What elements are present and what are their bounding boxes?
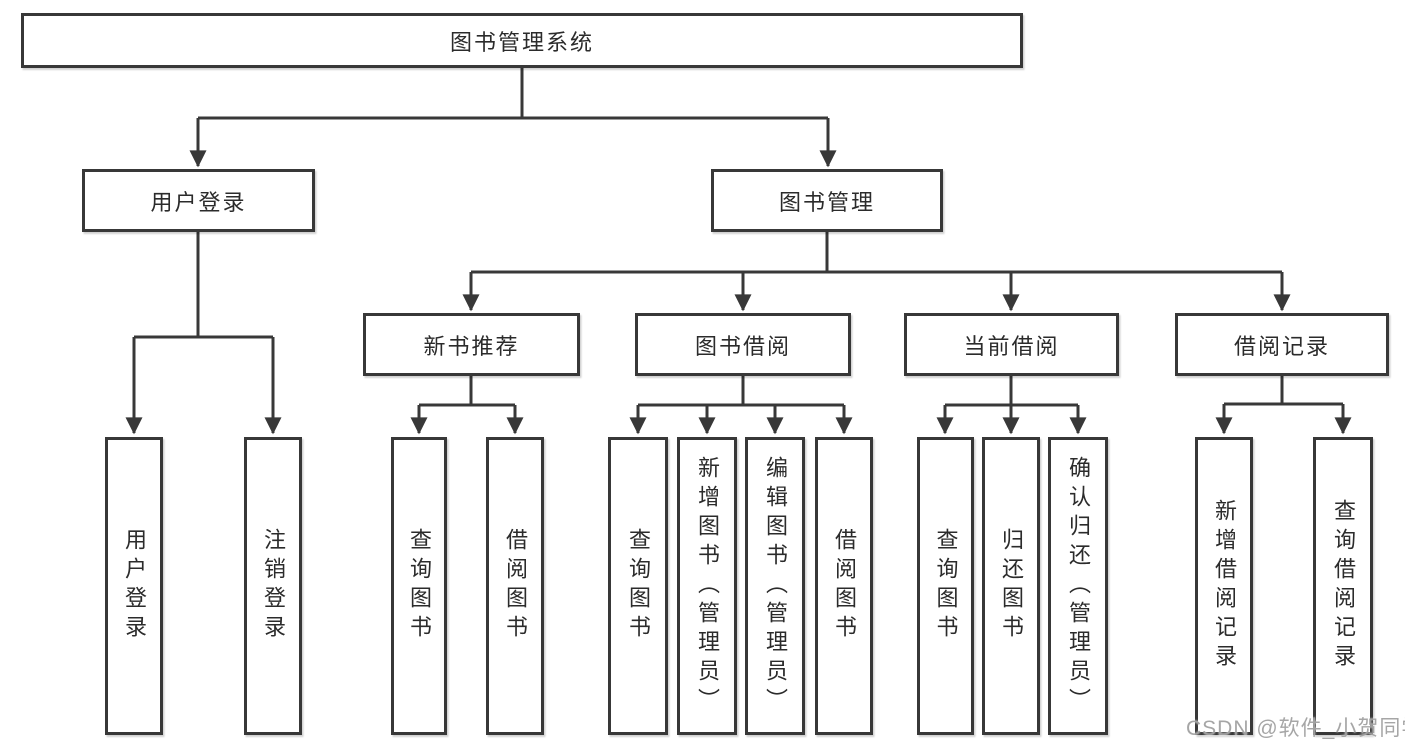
leaf-bb-query-books: 查询图书: [608, 437, 668, 735]
node-new-book-recommend: 新书推荐: [363, 313, 580, 376]
leaf-logout: 注销登录: [244, 437, 302, 735]
leaf-cb-query-books: 查询图书: [917, 437, 974, 735]
node-book-borrowing: 图书借阅: [635, 313, 851, 376]
leaf-bb-add-books-admin: 新增图书（管理员）: [677, 437, 737, 735]
leaf-nb-query-books: 查询图书: [391, 437, 447, 735]
leaf-cb-confirm-return-admin: 确认归还（管理员）: [1048, 437, 1108, 735]
csdn-watermark: CSDN @软件_小贺同学: [1186, 717, 1405, 740]
trunk-new-books: [419, 376, 515, 407]
trunk-book-borrow: [638, 376, 844, 407]
trunk-user-login: [134, 232, 273, 339]
leaf-cb-return-books: 归还图书: [982, 437, 1040, 735]
node-current-borrowing: 当前借阅: [904, 313, 1119, 376]
leaf-br-query-record: 查询借阅记录: [1313, 437, 1373, 735]
node-book-management: 图书管理: [711, 169, 943, 232]
leaf-br-add-record: 新增借阅记录: [1195, 437, 1253, 735]
trunk-borrow-records: [1224, 376, 1343, 406]
leaf-nb-borrow-books: 借阅图书: [486, 437, 544, 735]
node-root-system: 图书管理系统: [21, 13, 1023, 68]
node-user-login: 用户登录: [82, 169, 315, 232]
leaf-bb-edit-books-admin: 编辑图书（管理员）: [745, 437, 805, 735]
trunk-book-mgmt: [471, 232, 1282, 274]
leaf-user-login: 用户登录: [105, 437, 163, 735]
trunk-root: [198, 68, 828, 120]
leaf-bb-borrow-books: 借阅图书: [815, 437, 873, 735]
node-borrowing-records: 借阅记录: [1175, 313, 1389, 376]
trunk-current-borrow: [945, 376, 1078, 407]
